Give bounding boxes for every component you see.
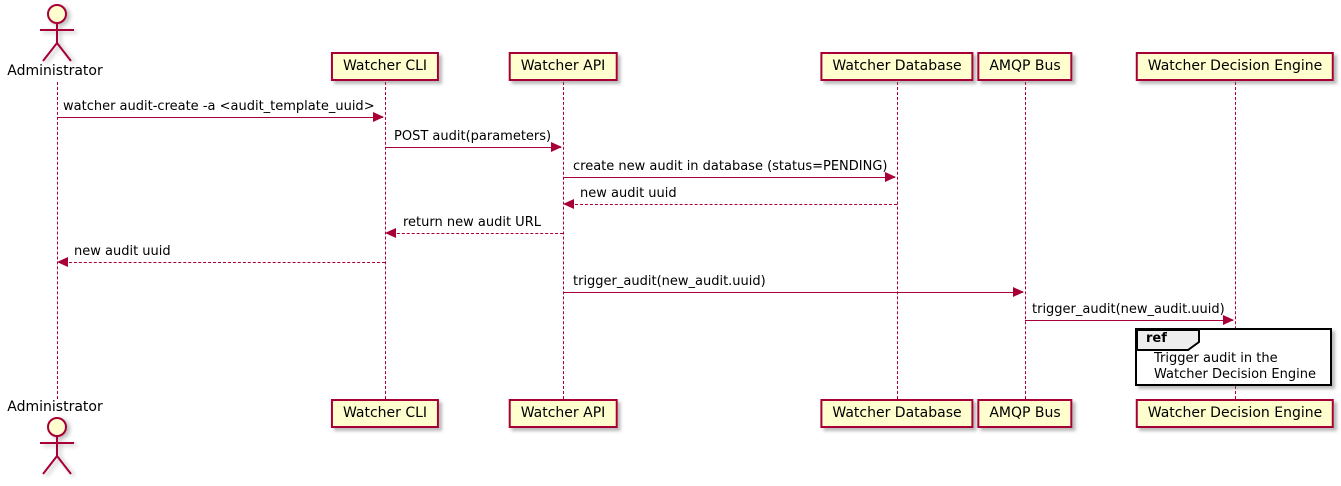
message-8-line <box>1025 320 1233 321</box>
message-8-label: trigger_audit(new_audit.uuid) <box>1032 302 1225 317</box>
participant-watcher-api-top: Watcher API <box>508 52 618 81</box>
message-5-line <box>387 233 563 234</box>
message-4-line <box>565 204 897 205</box>
ref-tab-icon <box>1136 329 1200 351</box>
message-3-line <box>563 177 895 178</box>
participant-watcher-database-bottom: Watcher Database <box>820 399 974 428</box>
participant-amqp-bus-top: AMQP Bus <box>977 52 1073 81</box>
lifeline-watcher-database <box>897 82 898 399</box>
arrowhead-right-icon <box>551 142 562 152</box>
lifeline-watcher-decision-engine <box>1235 82 1236 399</box>
lifeline-watcher-api <box>563 82 564 399</box>
ref-text: Trigger audit in the Watcher Decision En… <box>1154 351 1316 383</box>
participant-watcher-decision-engine-top: Watcher Decision Engine <box>1135 52 1335 81</box>
message-4-label: new audit uuid <box>580 186 677 201</box>
participant-watcher-decision-engine-bottom: Watcher Decision Engine <box>1135 399 1335 428</box>
participant-watcher-cli-bottom: Watcher CLI <box>330 399 440 428</box>
ref-keyword: ref <box>1146 331 1167 346</box>
actor-icon <box>40 4 74 62</box>
participant-amqp-bus-bottom: AMQP Bus <box>977 399 1073 428</box>
arrowhead-left-icon <box>563 199 574 209</box>
participant-watcher-cli-top: Watcher CLI <box>330 52 440 81</box>
arrowhead-left-icon <box>385 228 396 238</box>
message-3-label: create new audit in database (status=PEN… <box>573 159 888 174</box>
ref-text-line1: Trigger audit in the <box>1154 351 1278 366</box>
message-1-line <box>57 117 383 118</box>
lifeline-administrator <box>57 82 58 399</box>
participant-watcher-database-top: Watcher Database <box>820 52 974 81</box>
arrowhead-left-icon <box>57 257 68 267</box>
participant-watcher-api-bottom: Watcher API <box>508 399 618 428</box>
ref-text-line2: Watcher Decision Engine <box>1154 367 1316 382</box>
actor-label-top: Administrator <box>7 63 103 79</box>
message-5-label: return new audit URL <box>403 215 541 230</box>
message-2-label: POST audit(parameters) <box>394 129 552 144</box>
message-6-label: new audit uuid <box>74 244 171 259</box>
message-7-line <box>563 292 1023 293</box>
message-2-line <box>385 147 561 148</box>
lifeline-watcher-cli <box>385 82 386 399</box>
message-1-label: watcher audit-create -a <audit_template_… <box>63 99 375 114</box>
actor-label-bottom: Administrator <box>7 399 103 415</box>
arrowhead-right-icon <box>373 112 384 122</box>
message-7-label: trigger_audit(new_audit.uuid) <box>573 274 766 289</box>
lifeline-amqp-bus <box>1025 82 1026 399</box>
ref-fragment: ref Trigger audit in the Watcher Decisio… <box>1135 328 1332 386</box>
arrowhead-right-icon <box>1223 315 1234 325</box>
actor-icon <box>40 417 74 475</box>
arrowhead-right-icon <box>885 172 896 182</box>
arrowhead-right-icon <box>1013 287 1024 297</box>
message-6-line <box>59 262 385 263</box>
